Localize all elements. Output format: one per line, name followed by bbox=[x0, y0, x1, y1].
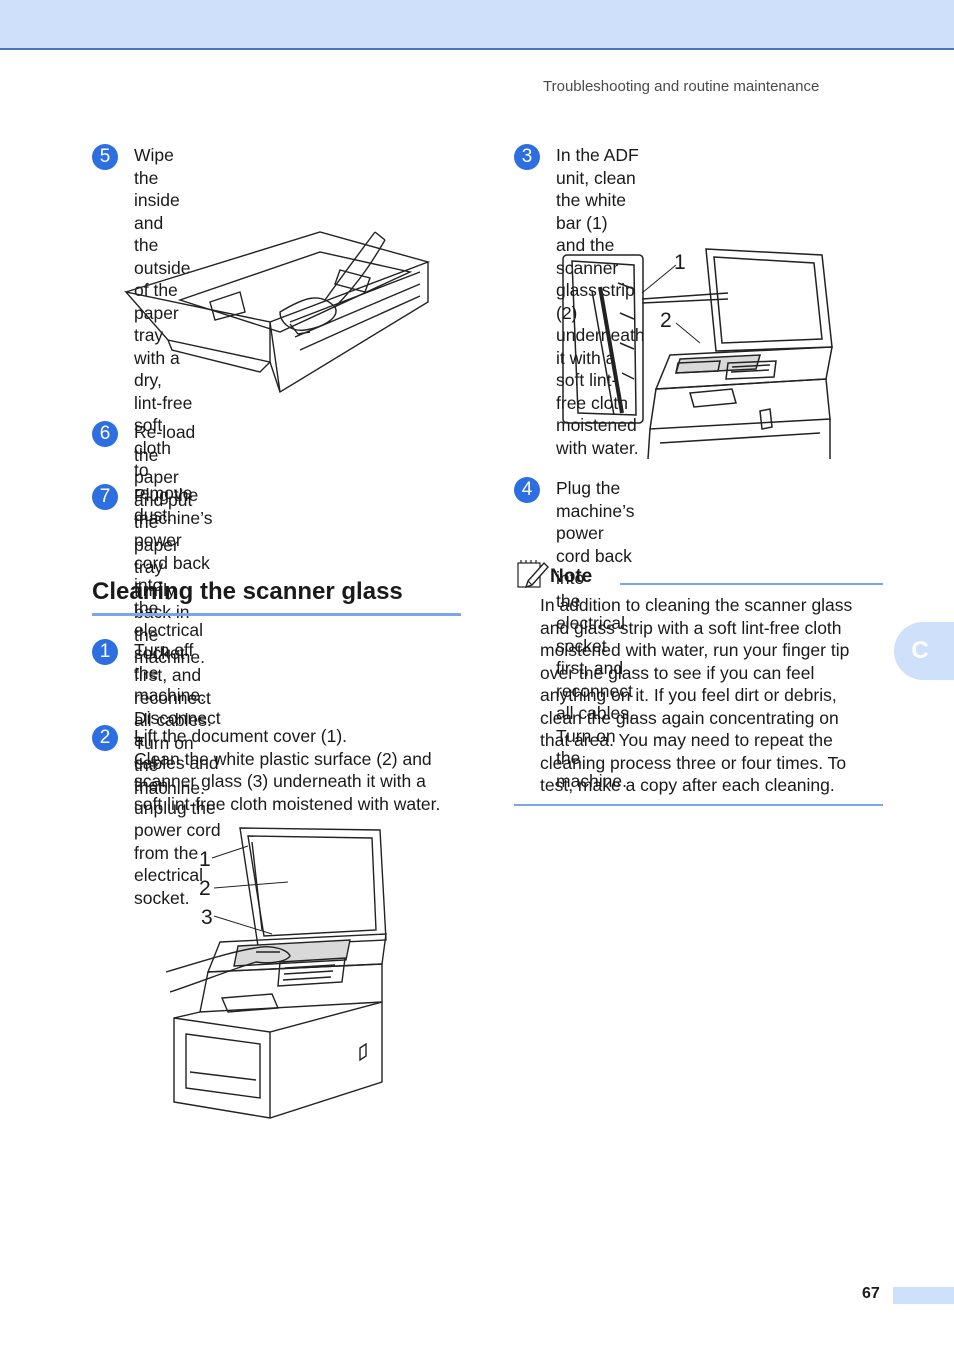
callout-3: 3 bbox=[201, 906, 213, 929]
step-number-badge: 1 bbox=[92, 639, 118, 665]
callout-2: 2 bbox=[660, 309, 672, 332]
note-pencil-icon bbox=[516, 559, 550, 594]
step-text: Turn off the machine. Disconnect all cab… bbox=[134, 640, 221, 908]
step-text: Plug the machine’s power cord back into … bbox=[134, 485, 213, 798]
note-rule-top bbox=[620, 583, 883, 585]
page-number-bar bbox=[893, 1287, 954, 1304]
step-text: Re-load the paper and put the paper tray… bbox=[134, 422, 206, 667]
page-number: 67 bbox=[862, 1285, 880, 1302]
step-number-badge: 6 bbox=[92, 421, 118, 447]
paper-tray-illustration bbox=[120, 222, 432, 408]
step-number-badge: 7 bbox=[92, 484, 118, 510]
scanner-glass-illustration: 1 2 3 bbox=[160, 822, 392, 1122]
callout-1: 1 bbox=[674, 251, 686, 274]
step-text: Lift the document cover (1). Clean the w… bbox=[134, 726, 441, 814]
note-rule-bottom bbox=[514, 804, 883, 806]
running-header: Troubleshooting and routine maintenance bbox=[543, 78, 820, 95]
step-number-badge: 2 bbox=[92, 725, 118, 751]
adf-cleaning-illustration: 1 2 bbox=[560, 243, 842, 461]
step-text: Plug the machine’s power cord back into … bbox=[556, 478, 635, 791]
section-title: Cleaning the scanner glass bbox=[92, 578, 403, 605]
section-underline bbox=[92, 613, 461, 616]
callout-1: 1 bbox=[199, 848, 211, 871]
chapter-tab-letter: C bbox=[911, 637, 929, 664]
note-body: In addition to cleaning the scanner glas… bbox=[540, 595, 853, 795]
chapter-tab: C bbox=[894, 622, 954, 680]
step-text: Wipe the inside and the outside of the p… bbox=[134, 145, 193, 525]
top-banner bbox=[0, 0, 954, 50]
step-number-badge: 3 bbox=[514, 144, 540, 170]
callout-2: 2 bbox=[199, 877, 211, 900]
step-number-badge: 5 bbox=[92, 144, 118, 170]
step-number-badge: 4 bbox=[514, 477, 540, 503]
note-title: Note bbox=[550, 566, 593, 587]
